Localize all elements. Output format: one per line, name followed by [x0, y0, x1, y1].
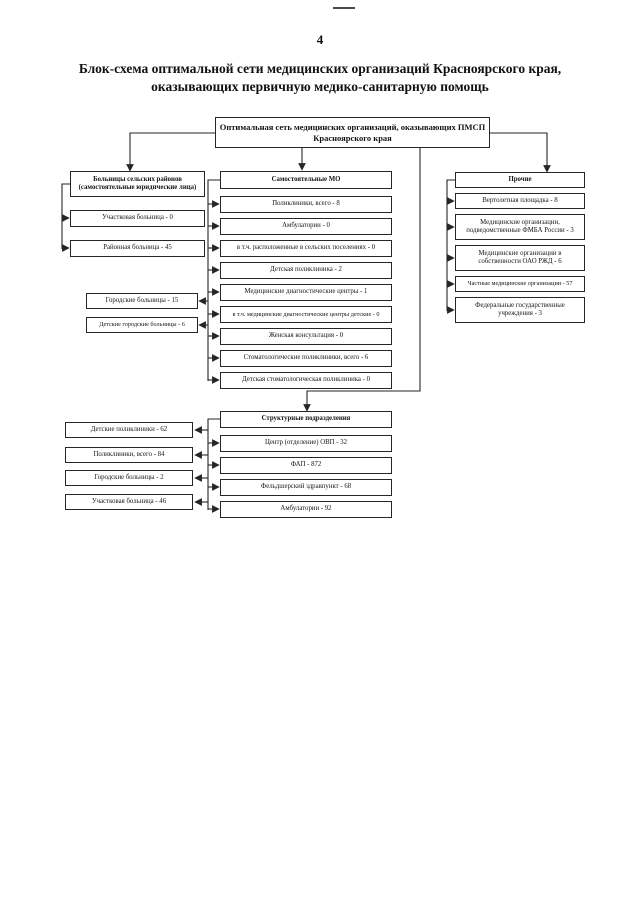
box-rzhd-organizatsii: Медицинские организации в собственности …: [455, 245, 585, 271]
box-polikliniki-vsego: Поликлиники, всего - 8: [220, 196, 392, 213]
box-root-line1: Оптимальная сеть медицинских организаций…: [219, 122, 486, 133]
box-chastnye-med-organizatsii: Частные медицинские организации - 57: [455, 276, 585, 292]
box-med-diag-tsentry-detskie: в т.ч. медицинские диагностические центр…: [220, 306, 392, 323]
box-gorodskie-bolnitsy-structural: Городские больницы - 2: [65, 470, 193, 486]
box-tsentr-ovp: Центр (отделение) ОВП - 32: [220, 435, 392, 452]
box-independent-mo-header: Самостоятельные МО: [220, 171, 392, 189]
box-zhenskaya-konsultatsiya: Женская консультация - 0: [220, 328, 392, 345]
box-ambulatorii: Амбулатории - 0: [220, 218, 392, 235]
box-detskie-gorodskie-bolnitsy: Детские городские больницы - 6: [86, 317, 198, 333]
box-rayonnaya-bolnitsa: Районная больница - 45: [70, 240, 205, 257]
box-fap: ФАП - 872: [220, 457, 392, 474]
box-uchastkovaya-bolnitsa: Участковая больница - 0: [70, 210, 205, 227]
document-title-line2: оказывающих первичную медико-санитарную …: [151, 79, 489, 95]
box-structural-units-header: Структурные подразделения: [220, 411, 392, 428]
box-root-line2: Красноярского края: [313, 132, 392, 143]
document-title-line1: Блок-схема оптимальной сети медицинских …: [78, 61, 562, 76]
document-title: Блок-схема оптимальной сети медицинских …: [40, 60, 600, 96]
box-gorodskie-bolnitsy: Городские больницы - 15: [86, 293, 198, 309]
box-prochie-header: Прочие: [455, 172, 585, 188]
box-fmba-organizatsii: Медицинские организации, подведомственны…: [455, 214, 585, 240]
box-detskie-polikliniki-structural: Детские поликлиники - 62: [65, 422, 193, 438]
box-detskaya-poliklinika: Детская поликлиника - 2: [220, 262, 392, 279]
page-number: 4: [316, 32, 324, 47]
box-polikliniki-vsego-structural: Поликлиники, всего - 84: [65, 447, 193, 463]
box-med-diagnosticheskie-tsentry: Медицинские диагностические центры - 1: [220, 284, 392, 301]
box-vertoletnaya-ploshchadka: Вертолетная площадка - 8: [455, 193, 585, 209]
box-feldsherskiy-zdravpunkt: Фельдшерский здравпункт - 68: [220, 479, 392, 496]
box-stomatologicheskie-polikliniki: Стоматологические поликлиники, всего - 6: [220, 350, 392, 367]
box-detskaya-stomat-poliklinika: Детская стоматологическая поликлиника - …: [220, 372, 392, 389]
box-root-network: Оптимальная сеть медицинских организаций…: [215, 117, 490, 148]
box-federalnye-uchrezhdeniya: Федеральные государственные учреждения -…: [455, 297, 585, 323]
box-ambulatorii-structural: Амбулатории - 92: [220, 501, 392, 518]
box-raspolozhennye-v-selskikh: в т.ч. расположенные в сельских поселени…: [220, 240, 392, 257]
box-rural-hospitals-header: Больницы сельских районов (самостоятельн…: [70, 171, 205, 197]
scan-artifact-dash: [333, 7, 355, 9]
box-uchastkovaya-bolnitsa-structural: Участковая больница - 46: [65, 494, 193, 510]
